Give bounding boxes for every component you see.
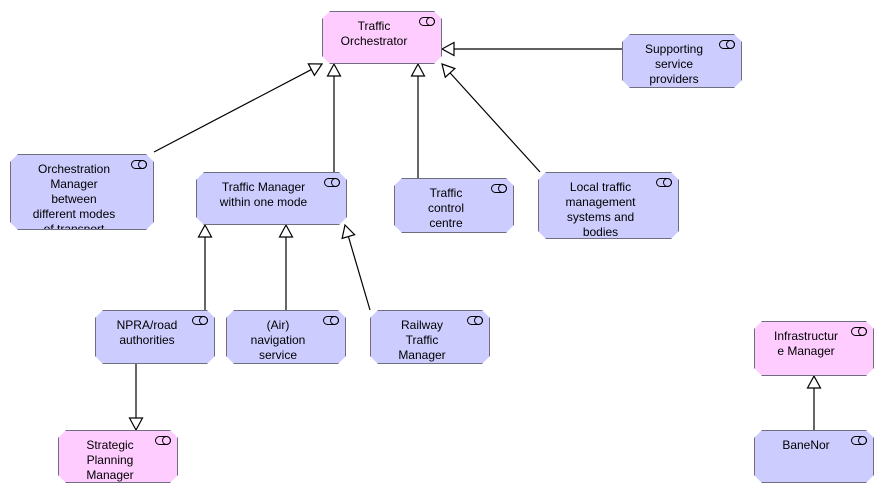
- node-label: (Air) navigation service: [250, 318, 306, 362]
- node-supporting-service-providers[interactable]: Supporting service providers: [622, 34, 742, 88]
- role-icon: [419, 17, 435, 26]
- role-icon: [155, 436, 171, 445]
- specialization-arrowhead: [441, 63, 457, 79]
- node-traffic-manager-one-mode[interactable]: Traffic Manager within one mode: [196, 172, 347, 225]
- role-icon: [719, 40, 735, 49]
- role-icon: [324, 178, 340, 187]
- node-label: Supporting service providers: [644, 42, 704, 86]
- specialization-arrowhead: [440, 41, 455, 57]
- node-label: Railway Traffic Manager: [398, 318, 446, 362]
- node-label: Infrastructur e Manager: [773, 329, 839, 358]
- specialization-arrowhead: [197, 223, 213, 238]
- node-local-traffic-management[interactable]: Local traffic management systems and bod…: [538, 172, 679, 239]
- node-banenor[interactable]: BaneNor: [754, 430, 874, 483]
- node-label: Traffic control centre: [427, 186, 465, 230]
- specialization-arrowhead: [410, 62, 426, 77]
- role-icon: [851, 436, 867, 445]
- specialization-arrowhead: [326, 62, 342, 77]
- node-traffic-orchestrator[interactable]: Traffic Orchestrator: [322, 11, 442, 64]
- role-icon: [656, 178, 672, 187]
- node-label: BaneNor: [782, 438, 830, 452]
- node-infrastructure-manager[interactable]: Infrastructur e Manager: [754, 321, 874, 376]
- node-label: Strategic Planning Manager: [86, 438, 134, 482]
- edge-railway-traffic-manager-to-traffic-manager-one-mode: [347, 236, 371, 311]
- node-label: Traffic Manager within one mode: [219, 180, 308, 209]
- node-strategic-planning-manager[interactable]: Strategic Planning Manager: [58, 430, 178, 483]
- node-label: Local traffic management systems and bod…: [565, 180, 636, 239]
- node-orchestration-manager[interactable]: Orchestration Manager between different …: [10, 154, 154, 230]
- specialization-arrowhead: [278, 223, 294, 238]
- edge-orchestration-manager-to-traffic-orchestrator: [153, 69, 312, 153]
- role-icon: [491, 184, 507, 193]
- specialization-arrowhead: [341, 223, 356, 240]
- node-label: Orchestration Manager between different …: [32, 162, 116, 230]
- node-traffic-control-centre[interactable]: Traffic control centre: [394, 178, 514, 233]
- specialization-arrowhead: [128, 417, 144, 432]
- role-icon: [192, 316, 208, 325]
- role-icon: [131, 160, 147, 169]
- role-icon: [323, 316, 339, 325]
- node-label: Traffic Orchestrator: [340, 19, 408, 48]
- node-npra-road-authorities[interactable]: NPRA/road authorities: [95, 310, 215, 364]
- node-air-navigation-service[interactable]: (Air) navigation service: [226, 310, 346, 364]
- specialization-arrowhead: [307, 63, 324, 77]
- role-icon: [851, 327, 867, 336]
- node-railway-traffic-manager[interactable]: Railway Traffic Manager: [370, 310, 490, 364]
- node-label: NPRA/road authorities: [116, 318, 178, 347]
- specialization-arrowhead: [806, 374, 822, 389]
- edge-local-traffic-management-to-traffic-orchestrator: [449, 72, 541, 173]
- role-icon: [467, 316, 483, 325]
